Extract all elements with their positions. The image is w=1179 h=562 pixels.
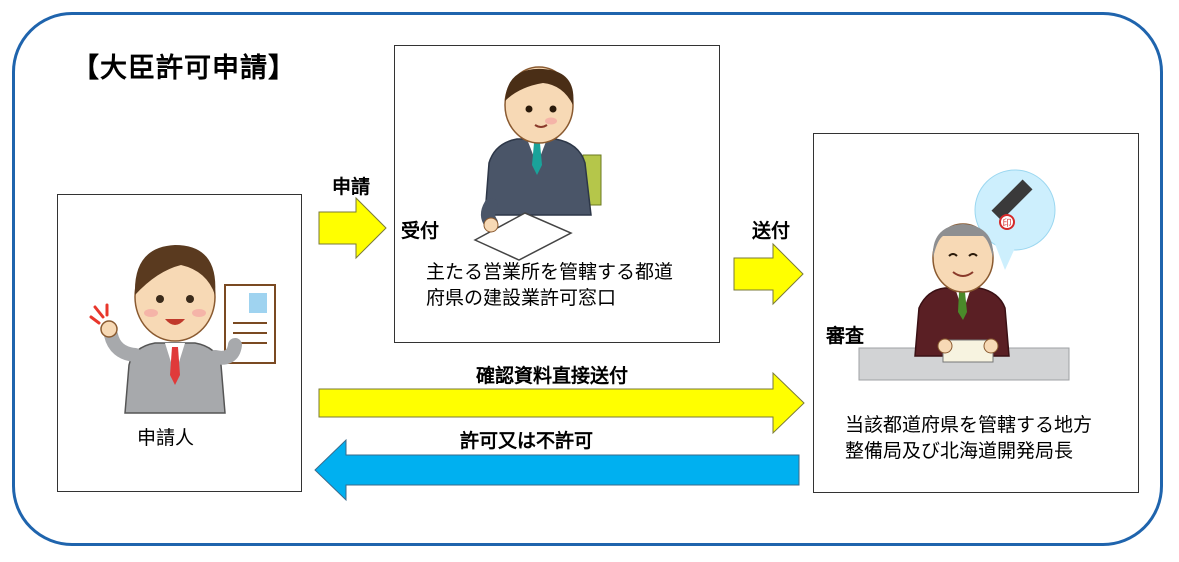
examiner-illustration-icon: 印 bbox=[858, 169, 1070, 381]
send-arrow-label: 送付 bbox=[752, 220, 791, 242]
review-line-1: 当該都道府県を管轄する地方 bbox=[845, 414, 1093, 436]
reception-clerk-illustration-icon bbox=[473, 66, 602, 261]
decision-arrow-label: 許可又は不許可 bbox=[460, 430, 594, 452]
review-box bbox=[813, 133, 1139, 493]
reception-line-2: 府県の建設業許可窓口 bbox=[426, 287, 617, 309]
reception-tag: 受付 bbox=[401, 220, 440, 242]
direct-send-arrow bbox=[318, 371, 805, 435]
apply-arrow-label: 申請 bbox=[332, 176, 371, 198]
direct-send-arrow-label: 確認資料直接送付 bbox=[476, 365, 629, 387]
applicant-illustration-icon bbox=[89, 245, 276, 414]
review-tag: 審査 bbox=[826, 325, 865, 347]
svg-text:印: 印 bbox=[1002, 217, 1011, 229]
diagram-frame bbox=[12, 12, 1163, 546]
applicant-label: 申請人 bbox=[137, 427, 195, 449]
reception-line-1: 主たる営業所を管轄する都道 bbox=[426, 261, 674, 283]
apply-arrow bbox=[318, 196, 387, 260]
decision-arrow bbox=[314, 438, 800, 502]
send-arrow bbox=[733, 242, 804, 306]
review-line-2: 整備局及び北海道開発局長 bbox=[845, 440, 1074, 462]
diagram-title: 【大臣許可申請】 bbox=[72, 53, 296, 84]
